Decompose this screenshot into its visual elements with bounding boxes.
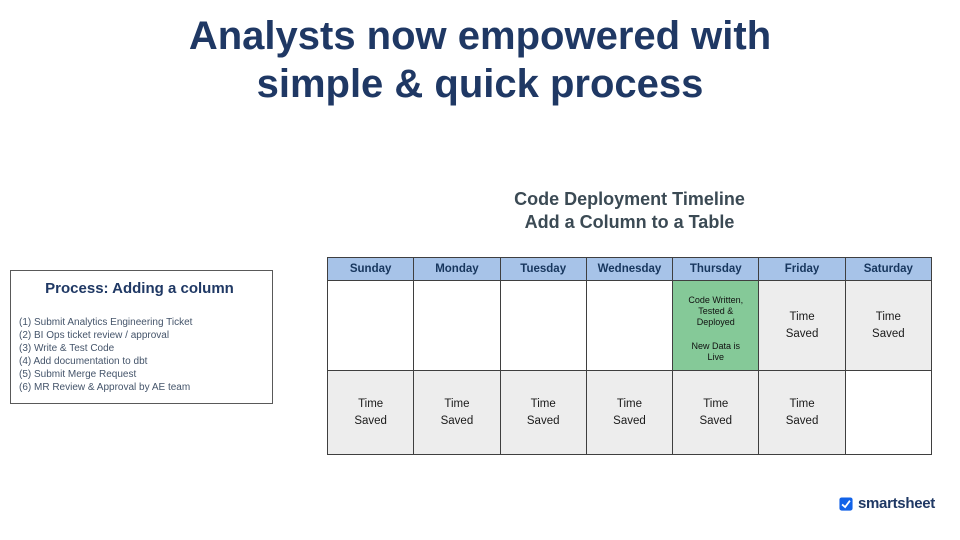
cell-r2-friday: Time Saved [758,370,846,455]
process-step-5: (5) Submit Merge Request [19,369,137,380]
cell-r1-wednesday [585,280,674,371]
deploy-status-text: Code Written, Tested & Deployed [688,295,744,327]
cell-r1-monday [413,280,501,371]
smartsheet-wordmark: smartsheet [857,495,935,512]
time-saved-label: Time Saved [354,398,387,427]
time-saved-label: Time Saved [613,398,646,427]
cell-r2-sunday: Time Saved [326,370,415,455]
slide-title: Analysts now empowered with simple & qui… [0,12,960,108]
cell-r1-thursday-deploy: Code Written, Tested & Deployed New Data… [672,280,760,371]
cell-r1-sunday [326,280,415,371]
cell-r2-wednesday: Time Saved [585,370,674,455]
cell-r2-saturday [844,370,933,455]
time-saved-label: Time Saved [872,311,905,340]
timeline-table: Sunday Monday Tuesday Wednesday Thursday… [326,257,933,455]
smartsheet-logo: smartsheet [839,495,935,512]
process-step-2: (2) BI Ops ticket review / approval [19,330,170,341]
time-saved-label: Time Saved [526,398,560,427]
time-saved-label: Time Saved [699,398,733,427]
process-step-3: (3) Write & Test Code [19,343,115,354]
day-header-saturday: Saturday [844,257,933,281]
slide-title-line-1: Analysts now empowered with [188,14,772,58]
process-step-4: (4) Add documentation to dbt [19,356,148,367]
cell-r2-tuesday: Time Saved [499,370,587,455]
day-header-sunday: Sunday [326,257,415,281]
time-saved-row: Time Saved Time Saved Time Saved Time Sa… [326,370,933,455]
process-step-1: (1) Submit Analytics Engineering Ticket [19,317,193,328]
smartsheet-icon [839,496,853,511]
day-header-friday: Friday [758,257,846,281]
time-saved-label: Time Saved [785,398,819,427]
time-saved-label: Time Saved [440,398,474,427]
timeline-title-line-2: Add a Column to a Table [524,212,735,232]
slide-title-line-2: simple & quick process [256,62,704,106]
time-saved-label: Time Saved [785,311,819,340]
process-box: Process: Adding a column (1) Submit Anal… [10,270,273,404]
deploy-live-text: New Data is Live [691,341,741,362]
timeline-title-line-1: Code Deployment Timeline [514,189,745,209]
cell-r1-saturday: Time Saved [844,280,933,371]
timeline-title: Code Deployment Timeline Add a Column to… [327,188,932,234]
cell-r1-tuesday [499,280,587,371]
day-header-thursday: Thursday [672,257,760,281]
day-header-row: Sunday Monday Tuesday Wednesday Thursday… [326,257,933,281]
process-steps-list: (1) Submit Analytics Engineering Ticket … [19,316,260,394]
day-header-monday: Monday [413,257,501,281]
deployment-row: Code Written, Tested & Deployed New Data… [326,280,933,371]
process-step-6: (6) MR Review & Approval by AE team [19,382,191,393]
cell-r2-monday: Time Saved [413,370,501,455]
day-header-wednesday: Wednesday [585,257,674,281]
day-header-tuesday: Tuesday [499,257,587,281]
cell-r1-friday: Time Saved [758,280,846,371]
cell-r2-thursday: Time Saved [672,370,760,455]
process-box-title: Process: Adding a column [45,280,234,297]
